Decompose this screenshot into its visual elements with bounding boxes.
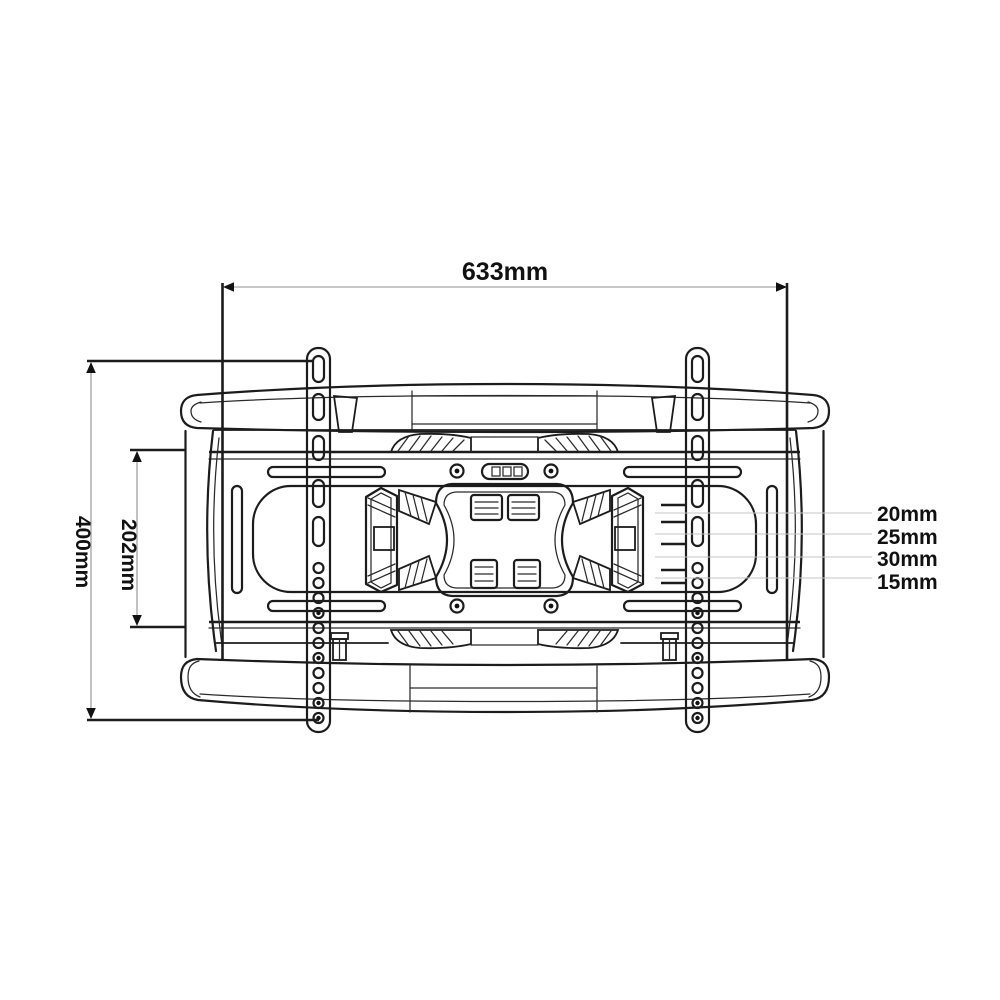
plate-cutout xyxy=(251,484,758,594)
right-tv-rail xyxy=(684,346,711,734)
vesa-head xyxy=(434,462,575,614)
spacing-label-20mm: 20mm xyxy=(877,503,938,526)
bar-tabs xyxy=(332,395,677,433)
plate-slots xyxy=(230,465,779,613)
spacing-label-25mm: 25mm xyxy=(877,526,938,549)
left-elbow-joint xyxy=(364,486,399,594)
left-tv-rail xyxy=(305,346,332,734)
height-dimension-label: 400mm xyxy=(71,516,94,588)
dimension-height-400: 400mm xyxy=(71,359,319,722)
top-bar xyxy=(179,382,831,434)
dimension-plate-202: 202mm xyxy=(117,448,186,629)
wing-hatch xyxy=(404,491,605,589)
right-elbow-joint xyxy=(610,486,645,594)
vesa-slots xyxy=(469,493,542,590)
level-adjust-slot xyxy=(480,462,530,481)
hole-spacing-callouts: 20mm 25mm 30mm 15mm xyxy=(655,503,938,594)
arm-wings xyxy=(398,488,611,592)
plate-height-dimension-label: 202mm xyxy=(117,519,140,591)
plate-bolt-holes xyxy=(449,463,559,614)
spacing-label-30mm: 30mm xyxy=(877,548,938,571)
bottom-posts xyxy=(330,632,679,661)
fan-hatch xyxy=(397,630,612,647)
width-dimension-label: 633mm xyxy=(462,258,548,286)
dimension-width-633: 633mm xyxy=(221,258,789,659)
fan-hatch xyxy=(397,435,612,452)
lower-arm-fans xyxy=(389,629,620,650)
bottom-bar xyxy=(179,657,831,714)
spacing-label-15mm: 15mm xyxy=(877,571,938,594)
upper-arm-fans xyxy=(389,432,620,453)
